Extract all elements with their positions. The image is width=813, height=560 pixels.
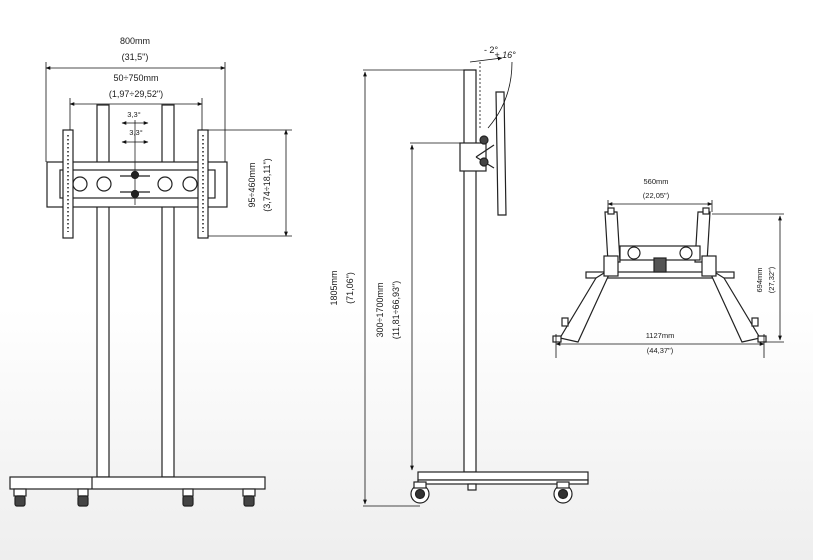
tilt-upper-label: 3,3° — [127, 110, 140, 119]
front-width-vesa-in: (1,97÷29,52") — [109, 89, 163, 99]
side-total-height-in: (71,06") — [345, 272, 355, 304]
side-total-height: 1805mm — [329, 270, 339, 305]
top-width-in-label: (22,05") — [643, 191, 670, 200]
side-bracket — [459, 142, 487, 172]
front-height-vesa-in: (3,74÷18,11") — [262, 158, 272, 212]
front-width-total-in: (31,5") — [122, 52, 149, 62]
front-width-total: 800mm — [120, 36, 150, 46]
front-right-column — [161, 104, 175, 478]
tilt-lower-label: 3,3° — [129, 128, 142, 137]
top-width-label: 560mm — [643, 177, 668, 186]
tilt-forward-label: + 16° — [494, 50, 516, 60]
top-left-leg — [559, 266, 614, 343]
base-width-label: 1127mm — [646, 331, 675, 340]
front-view — [9, 104, 266, 507]
side-base — [417, 471, 589, 481]
top-dimensions — [555, 200, 784, 358]
front-width-vesa: 50÷750mm — [114, 73, 159, 83]
top-view — [552, 207, 767, 343]
front-dimensions — [45, 62, 292, 237]
depth-in-label: (27,32") — [767, 266, 776, 293]
front-height-vesa: 95÷460mm — [247, 163, 257, 208]
side-mount-height: 300÷1700mm — [375, 283, 385, 338]
side-dimensions — [363, 56, 513, 507]
tilt-back-label: - 2° — [484, 45, 499, 55]
side-column — [463, 69, 477, 473]
depth-label: 694mm — [755, 267, 764, 292]
front-base — [9, 476, 266, 490]
side-view — [410, 69, 589, 504]
top-right-leg — [706, 266, 761, 343]
side-mount-height-in: (11,81÷66,93") — [391, 281, 401, 340]
base-width-in-label: (44,37") — [647, 346, 674, 355]
side-tv-plate — [495, 91, 507, 216]
front-left-column — [96, 104, 110, 478]
